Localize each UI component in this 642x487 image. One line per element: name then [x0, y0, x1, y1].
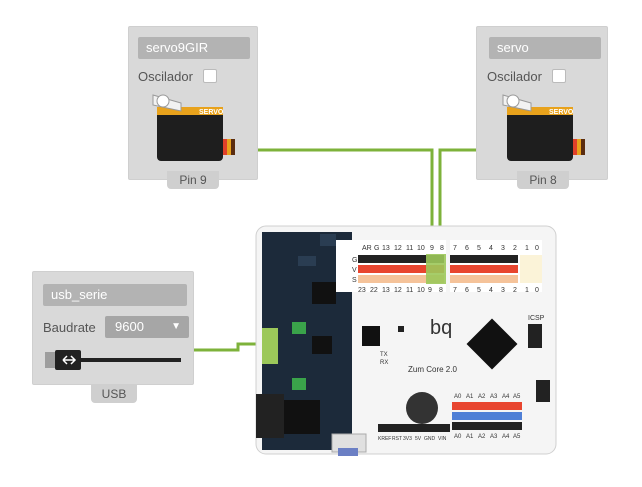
header-top-label: 7: [453, 245, 457, 252]
pin-label: Pin 9: [167, 171, 219, 189]
servo-component-right[interactable]: servo Oscilador SERVO Pin 8: [476, 26, 608, 189]
header-bottom-label: 23: [358, 287, 366, 294]
bq-logo: bq: [430, 317, 452, 339]
usb-cable-icon: [45, 350, 181, 370]
row-label: G: [352, 257, 357, 264]
servo-name-input[interactable]: servo9GIR: [138, 37, 250, 59]
row-label: V: [352, 267, 357, 274]
header-top-label: 13: [382, 245, 390, 252]
header-top-label: 6: [465, 245, 469, 252]
servo-brand-text: SERVO: [199, 109, 224, 116]
header-top-label: 2: [513, 245, 517, 252]
power-label: 3V3: [403, 436, 412, 442]
analog-label: A0: [454, 434, 462, 440]
board-model-label: Zum Core 2.0: [408, 365, 457, 374]
header-bottom-label: 7: [453, 287, 457, 294]
pin-label: Pin 8: [517, 171, 569, 189]
header-top-label: 10: [417, 245, 425, 252]
power-label: VIN: [438, 436, 447, 442]
header-bottom-label: 22: [370, 287, 378, 294]
header-top-label: AR: [362, 245, 372, 252]
header-top-label: 9: [430, 245, 434, 252]
baudrate-value: 9600: [115, 319, 144, 334]
servo-component-left[interactable]: servo9GIR Oscilador SERVO Pin 9: [128, 26, 258, 189]
power-label: RST: [392, 436, 402, 442]
header-bottom-label: 3: [501, 287, 505, 294]
oscillator-checkbox[interactable]: [203, 69, 217, 83]
header-bottom-label: 11: [406, 287, 413, 294]
analog-label: A2: [478, 394, 486, 400]
header-top-label: G: [374, 245, 379, 252]
analog-label: A0: [454, 394, 462, 400]
analog-label: A1: [466, 394, 474, 400]
header-bottom-label: 10: [417, 287, 425, 294]
header-bottom-label: 12: [394, 287, 402, 294]
analog-label: A3: [490, 394, 498, 400]
servo-brand-text: SERVO: [549, 109, 574, 116]
baudrate-select[interactable]: 9600 ▼: [105, 316, 189, 338]
header-bottom-label: 0: [535, 287, 539, 294]
header-top-label: 0: [535, 245, 539, 252]
servo-motor-icon: SERVO: [152, 94, 235, 161]
analog-label: A1: [466, 434, 474, 440]
rx-label: RX: [380, 360, 388, 366]
header-top-label: 5: [477, 245, 481, 252]
row-label: S: [352, 277, 357, 284]
analog-label: A5: [513, 434, 521, 440]
servo-motor-icon: SERVO: [502, 94, 585, 161]
analog-label: A2: [478, 434, 486, 440]
header-top-label: 11: [406, 245, 413, 252]
servo-name-input[interactable]: servo: [489, 37, 601, 59]
header-bottom-label: 13: [382, 287, 390, 294]
header-bottom-label: 8: [439, 287, 443, 294]
oscillator-label: Oscilador: [138, 69, 193, 84]
usb-tag-label: USB: [91, 385, 137, 403]
power-label: 5V: [415, 436, 422, 442]
power-label: GND: [424, 436, 436, 442]
header-top-label: 8: [440, 245, 444, 252]
header-top-label: 4: [489, 245, 493, 252]
header-top-label: 12: [394, 245, 402, 252]
icsp-label: ICSP: [528, 315, 545, 322]
usb-name-input[interactable]: usb_serie: [43, 284, 187, 306]
header-bottom-label: 2: [513, 287, 517, 294]
header-top-label: 1: [525, 245, 529, 252]
analog-label: A5: [513, 394, 521, 400]
analog-label: A3: [490, 434, 498, 440]
oscillator-label: Oscilador: [487, 69, 542, 84]
oscillator-checkbox[interactable]: [552, 69, 566, 83]
baudrate-label: Baudrate: [43, 320, 96, 335]
header-top-label: 3: [501, 245, 505, 252]
header-bottom-label: 1: [525, 287, 529, 294]
usb-serial-component[interactable]: usb_serie Baudrate 9600 ▼ USB: [32, 271, 194, 403]
header-bottom-label: 5: [477, 287, 481, 294]
analog-label: A4: [502, 434, 510, 440]
header-bottom-label: 4: [489, 287, 493, 294]
header-bottom-label: 6: [465, 287, 469, 294]
analog-label: A4: [502, 394, 510, 400]
power-label: KREF: [378, 436, 391, 442]
chevron-down-icon: ▼: [171, 321, 181, 332]
header-bottom-label: 9: [428, 287, 432, 294]
tx-label: TX: [380, 352, 388, 358]
